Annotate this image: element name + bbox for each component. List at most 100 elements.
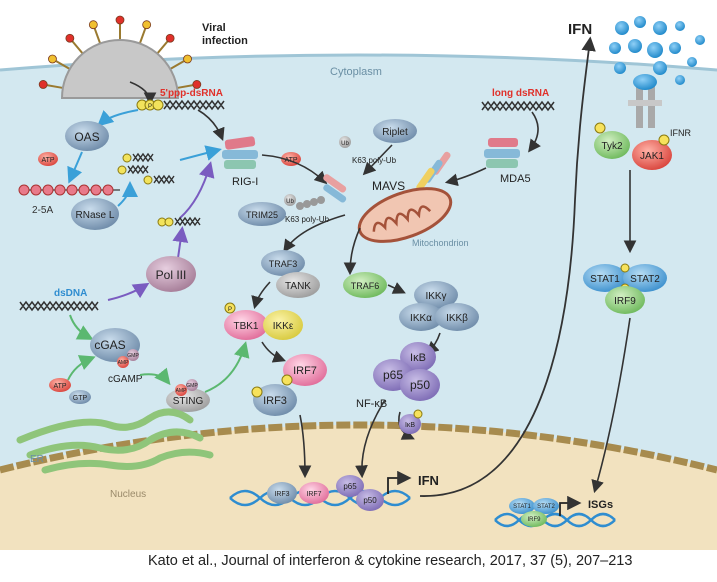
- nucleus-label: Nucleus: [110, 489, 146, 500]
- stat2-bound-label: STAT2: [537, 504, 555, 510]
- dsdna-strand: [19, 300, 99, 312]
- oas-label: OAS: [74, 130, 99, 144]
- amp-2: [175, 384, 187, 396]
- irf7-protein: [283, 354, 327, 386]
- gtp-cgas: [69, 390, 91, 404]
- ppp-dsrna-label: 5'ppp-dsRNA: [160, 88, 223, 99]
- atp-label-1: ATP: [41, 157, 54, 164]
- irf3-protein: [253, 384, 297, 416]
- amp-1: [117, 356, 129, 368]
- traf3-label: TRAF3: [269, 259, 298, 269]
- pol-iii-protein: [146, 256, 196, 292]
- ikb-label: IκB: [410, 352, 426, 364]
- trim25-label: TRIM25: [246, 210, 278, 220]
- stat2-label: STAT2: [630, 274, 660, 285]
- k63-trim25-label: K63 poly-Ub: [285, 215, 330, 224]
- endoplasmic-reticulum: [16, 408, 214, 474]
- mitochondrion: [357, 187, 453, 243]
- irf7-bound-label: IRF7: [306, 491, 321, 498]
- tbk1-protein: [224, 310, 268, 340]
- ikka-label: IKKα: [410, 313, 432, 324]
- ifn-gene-label: IFN: [418, 473, 439, 488]
- p65-label: p65: [383, 368, 403, 382]
- cgamp-label: cGAMP: [108, 374, 143, 385]
- p65-bound-label: p65: [343, 482, 357, 491]
- er-label: ER: [30, 454, 44, 465]
- amp-label-1: AMP: [118, 360, 130, 366]
- trim25-protein: [238, 202, 286, 226]
- isg-transcription-arrow: [559, 495, 582, 516]
- viral-infection-label-1: Viral: [202, 22, 226, 34]
- p65-bound: [336, 475, 364, 497]
- ub-riplet: [339, 136, 351, 148]
- traf3-protein: [261, 250, 305, 276]
- cgas-label: cGAS: [94, 338, 125, 352]
- p50-label: p50: [410, 378, 430, 392]
- gtp-label: GTP: [73, 395, 88, 402]
- p50-bound: [356, 489, 384, 511]
- long-dsrna: [481, 100, 555, 112]
- irf3-bound: [267, 482, 297, 504]
- riplet-label: Riplet: [382, 127, 408, 138]
- stat1-bound-label: STAT1: [513, 504, 531, 510]
- irf3-label: IRF3: [263, 395, 287, 407]
- phospho-tbk1: [224, 302, 236, 314]
- nfkb-label: NF-κB: [356, 398, 387, 410]
- pol-iii-label: Pol III: [156, 268, 187, 282]
- sting-label: STING: [173, 396, 204, 407]
- mavs-protein: [323, 151, 451, 203]
- mitochondrion-label: Mitochondrion: [412, 238, 469, 248]
- tyk2-protein: [594, 131, 630, 159]
- ub-chain: [296, 196, 325, 210]
- stat2-bound: [533, 498, 559, 514]
- citation-caption: Kato et al., Journal of interferon & cyt…: [148, 553, 633, 569]
- p-label-tbk1: P: [228, 307, 232, 313]
- irf9-bound: [521, 511, 547, 527]
- traf6-protein: [343, 272, 387, 298]
- dsdna-label: dsDNA: [54, 288, 87, 299]
- oas-protein: [65, 121, 109, 151]
- pol-iii-rna: [157, 216, 201, 227]
- stat1-protein: [583, 264, 627, 292]
- pathway-diagram: Viral infection Cytoplasm 5'ppp-dsRNA lo…: [0, 15, 717, 550]
- tbk1-label: TBK1: [233, 321, 258, 332]
- ifnr-receptor: [628, 74, 662, 128]
- p50-bound-label: p50: [363, 496, 377, 505]
- cytoplasm-region: [0, 55, 717, 550]
- ifn-top-label: IFN: [568, 21, 592, 38]
- traf6-label: TRAF6: [351, 281, 380, 291]
- long-dsrna-label: long dsRNA: [492, 88, 549, 99]
- rna-fragments: [117, 152, 175, 185]
- gmp-1: [127, 349, 139, 361]
- atp-molecule: [38, 152, 58, 166]
- ifn-secretion-arrow: [419, 36, 596, 497]
- tank-label: TANK: [285, 281, 311, 292]
- ifn-molecules: [609, 16, 705, 85]
- ifn-transcription-arrow: [387, 470, 412, 494]
- gmp-label-1: GMP: [127, 353, 139, 359]
- atp-label-3: ATP: [53, 383, 66, 390]
- ikke-label: IKKε: [273, 321, 294, 332]
- atp-cgas: [49, 378, 71, 392]
- mda5-protein: [484, 138, 520, 168]
- ppp-dsrna: [136, 99, 225, 111]
- virus: [38, 15, 202, 99]
- jak1-protein: [632, 140, 672, 170]
- irf9-label: IRF9: [614, 296, 636, 307]
- ikkg-protein: [414, 281, 458, 309]
- rnase-l-protein: [71, 198, 119, 230]
- stat2-protein: [623, 264, 667, 292]
- riplet-protein: [373, 119, 417, 143]
- ikb-degraded: [399, 414, 421, 434]
- mavs-label: MAVS: [372, 179, 405, 193]
- ikb-small-label: IκB: [405, 422, 415, 429]
- ifnr-label: IFNR: [670, 128, 691, 138]
- p-label-ppp: P: [148, 104, 152, 110]
- ub-label-1: Ub: [341, 141, 349, 147]
- cytoplasm-label: Cytoplasm: [330, 66, 382, 78]
- ikkb-label: IKKβ: [446, 313, 468, 324]
- tyk2-label: Tyk2: [601, 141, 623, 152]
- isg-promoter-dna: [494, 512, 616, 528]
- rig-i-label: RIG-I: [232, 176, 258, 188]
